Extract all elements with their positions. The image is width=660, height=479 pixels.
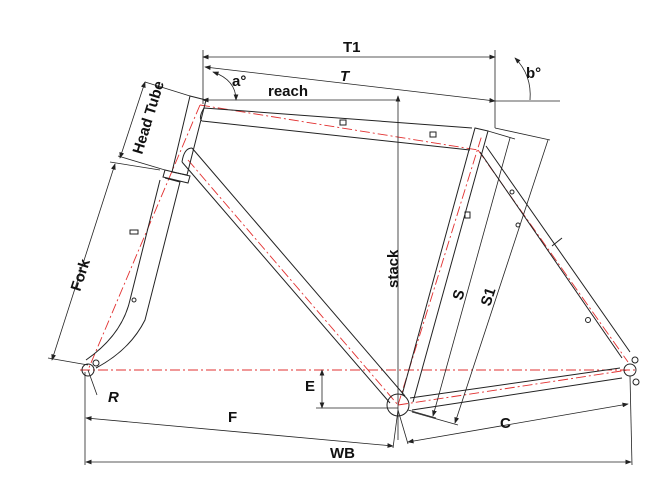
head-tube xyxy=(171,95,207,176)
dimension-lines xyxy=(47,50,633,466)
label-reach: reach xyxy=(268,83,308,100)
top-tube xyxy=(199,107,473,151)
label-s: S xyxy=(450,288,469,302)
chain-stays xyxy=(409,367,623,411)
label-wb: WB xyxy=(330,445,355,462)
label-s1: S1 xyxy=(478,286,500,309)
label-t1: T1 xyxy=(343,39,361,56)
label-head-tube: Head Tube xyxy=(130,79,168,156)
label-angle-b: b° xyxy=(526,65,541,82)
label-f: F xyxy=(228,409,237,426)
frame-tubes xyxy=(81,95,640,417)
label-fork: Fork xyxy=(68,256,94,293)
label-t: T xyxy=(340,68,351,85)
fork xyxy=(85,177,181,369)
label-r: R xyxy=(108,389,119,406)
centerlines xyxy=(80,104,635,406)
down-tube xyxy=(181,147,406,404)
seat-stays xyxy=(479,145,631,359)
label-angle-a: a° xyxy=(232,73,246,90)
label-c: C xyxy=(500,415,511,432)
label-stack: stack xyxy=(385,249,402,288)
front-dropout xyxy=(81,363,95,377)
label-e: E xyxy=(305,378,315,395)
seat-tube xyxy=(401,127,489,403)
